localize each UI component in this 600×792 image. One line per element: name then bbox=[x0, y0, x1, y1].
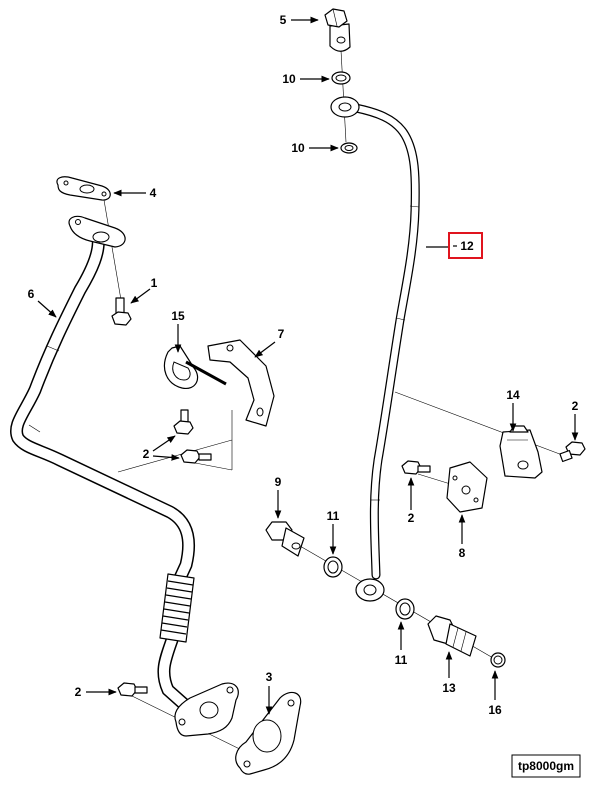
capscrew-left-lower bbox=[180, 449, 212, 464]
callout-5[interactable]: 5 bbox=[280, 13, 319, 27]
callout-label[interactable]: 10 bbox=[291, 141, 305, 155]
p-clip-part bbox=[163, 345, 227, 390]
sealing-washer-lower bbox=[340, 142, 358, 154]
oil-supply-tube bbox=[330, 96, 420, 602]
callout-label[interactable]: 9 bbox=[275, 475, 282, 489]
capscrew-middle bbox=[401, 460, 431, 475]
callout-label[interactable]: 14 bbox=[506, 388, 520, 402]
reference-code-box: tp8000gm bbox=[511, 754, 581, 778]
callout-arrow bbox=[152, 454, 180, 461]
callout-label[interactable]: 6 bbox=[28, 287, 35, 301]
callout-11-left[interactable]: 11 bbox=[327, 509, 340, 555]
callout-7[interactable]: 7 bbox=[254, 327, 285, 358]
mounting-plate bbox=[446, 461, 488, 513]
reference-code-frame bbox=[511, 754, 581, 778]
callout-1[interactable]: 1 bbox=[130, 276, 158, 304]
callout-3[interactable]: 3 bbox=[265, 670, 273, 715]
callout-label[interactable]: 15 bbox=[171, 309, 185, 323]
adapter-fitting bbox=[427, 615, 477, 657]
callout-arrow bbox=[152, 435, 176, 452]
callout-label[interactable]: 2 bbox=[75, 685, 82, 699]
callout-label[interactable]: 8 bbox=[459, 546, 466, 560]
o-ring bbox=[490, 652, 506, 668]
callout-label[interactable]: 1 bbox=[151, 276, 158, 290]
callout-label[interactable]: 16 bbox=[488, 703, 502, 717]
callout-8[interactable]: 8 bbox=[458, 514, 466, 560]
callout-label[interactable]: 10 bbox=[282, 72, 296, 86]
callout-arrow bbox=[37, 300, 57, 318]
callout-label[interactable]: 13 bbox=[442, 681, 456, 695]
drain-gasket bbox=[235, 691, 302, 775]
callouts: 5 10 10 4 1 6 15 7 bbox=[28, 13, 579, 717]
callout-2-middle[interactable]: 2 bbox=[407, 477, 415, 525]
callout-11-right[interactable]: 11 bbox=[395, 621, 408, 667]
callout-2-bottom[interactable]: 2 bbox=[75, 685, 117, 699]
capscrew-right bbox=[559, 441, 586, 463]
callout-2-left[interactable]: 2 bbox=[143, 435, 180, 461]
callout-label[interactable]: 11 bbox=[395, 653, 408, 667]
callout-12-selected[interactable]: 12 bbox=[426, 232, 483, 259]
callout-6[interactable]: 6 bbox=[28, 287, 57, 318]
sealing-washer-right bbox=[395, 598, 415, 620]
corrugations bbox=[160, 580, 194, 635]
callout-9[interactable]: 9 bbox=[274, 475, 282, 519]
callout-2-right[interactable]: 2 bbox=[571, 399, 579, 441]
callout-label[interactable]: 2 bbox=[143, 447, 150, 461]
callout-label[interactable]: 7 bbox=[278, 327, 285, 341]
callout-label[interactable]: 11 bbox=[327, 509, 340, 523]
capscrew-left-upper bbox=[173, 409, 194, 435]
sealing-washer-upper bbox=[331, 71, 351, 85]
banjo-bolt-part bbox=[324, 8, 351, 52]
callout-14[interactable]: 14 bbox=[506, 388, 520, 432]
callout-arrow bbox=[254, 341, 276, 358]
oil-drain-tube bbox=[10, 215, 239, 737]
callout-13[interactable]: 13 bbox=[442, 651, 456, 695]
capscrew-bottom-left bbox=[117, 682, 148, 697]
callout-4[interactable]: 4 bbox=[113, 186, 157, 200]
callout-label[interactable]: 5 bbox=[280, 13, 287, 27]
callout-label[interactable]: 12 bbox=[460, 239, 474, 253]
callout-arrow bbox=[130, 288, 151, 304]
callout-16[interactable]: 16 bbox=[488, 670, 502, 717]
reference-code: tp8000gm bbox=[518, 759, 574, 773]
callout-10-lower[interactable]: 10 bbox=[291, 141, 339, 155]
banjo-connector-screw bbox=[265, 521, 305, 557]
capscrew-part bbox=[111, 297, 132, 326]
sealing-washer-left bbox=[323, 556, 343, 578]
callout-15[interactable]: 15 bbox=[171, 309, 185, 353]
callout-10-upper[interactable]: 10 bbox=[282, 72, 330, 86]
callout-label[interactable]: 2 bbox=[408, 511, 415, 525]
turbo-oil-gasket bbox=[56, 176, 111, 201]
callout-label[interactable]: 4 bbox=[150, 186, 157, 200]
callout-label[interactable]: 2 bbox=[572, 399, 579, 413]
callout-label[interactable]: 3 bbox=[266, 670, 273, 684]
